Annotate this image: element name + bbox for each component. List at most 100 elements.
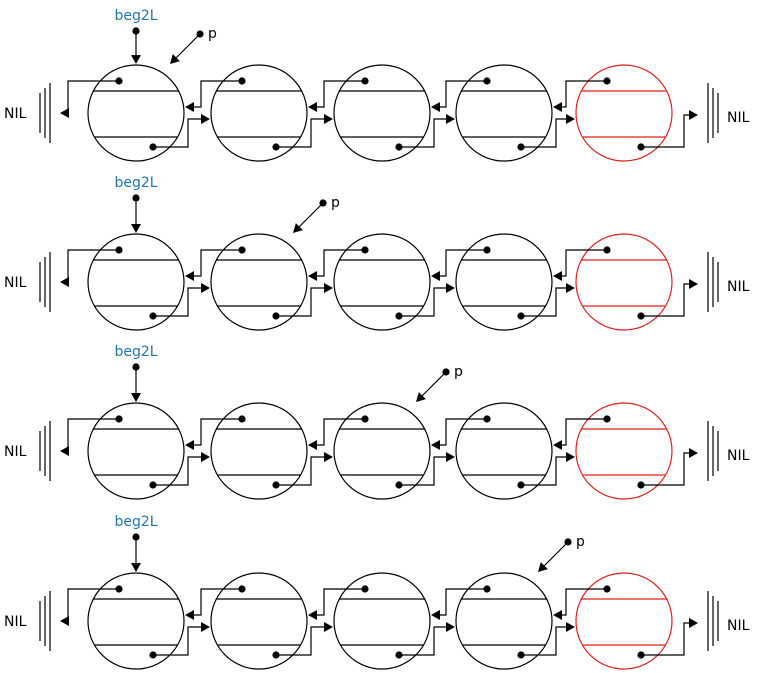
node-circle	[210, 64, 308, 162]
nil-label-right: NIL	[727, 618, 750, 634]
node-circle	[87, 64, 185, 162]
prev-arrowhead	[553, 271, 562, 281]
last-node	[575, 64, 673, 162]
prev-pointer-line	[315, 588, 365, 616]
prev-pointer-line	[315, 80, 365, 108]
next-arrowhead	[446, 114, 455, 124]
prev-pointer-line	[560, 80, 607, 108]
next-arrowhead	[566, 452, 575, 462]
next-arrowhead	[324, 114, 333, 124]
next-arrowhead	[201, 114, 210, 124]
nil-ground-left	[39, 421, 51, 481]
prev-pointer-line	[560, 249, 607, 277]
cursor-pointer-line	[543, 541, 569, 567]
next-pointer-line	[276, 118, 326, 148]
cursor-pointer-label: p	[331, 195, 340, 211]
prev-pointer-line	[315, 249, 365, 277]
node-circle	[210, 402, 308, 500]
prev-pointer-line	[192, 588, 242, 616]
head-pointer-label: beg2L	[114, 344, 157, 360]
prev-arrowhead	[553, 102, 562, 112]
next-pointer-line	[153, 626, 203, 656]
list-node	[455, 233, 553, 331]
nil-ground-right	[707, 591, 719, 651]
head-pointer-arrowhead	[131, 563, 141, 572]
last-node	[575, 572, 673, 670]
next-arrowhead	[689, 110, 698, 120]
next-pointer-line	[641, 622, 690, 656]
list-node	[87, 64, 185, 162]
prev-pointer-line	[438, 80, 487, 108]
next-pointer-line	[153, 456, 203, 486]
node-circle	[455, 572, 553, 670]
list-node	[455, 64, 553, 162]
next-arrowhead	[324, 622, 333, 632]
next-pointer-line	[153, 287, 203, 317]
list-node	[455, 402, 553, 500]
cursor-pointer-line	[298, 202, 324, 228]
prev-arrowhead	[431, 610, 440, 620]
list-node	[210, 402, 308, 500]
prev-arrowhead	[185, 440, 194, 450]
head-pointer-label: beg2L	[114, 514, 157, 530]
node-circle	[333, 402, 431, 500]
prev-arrowhead	[553, 610, 562, 620]
prev-arrowhead	[431, 271, 440, 281]
node-circle	[575, 572, 673, 670]
prev-pointer-line	[67, 249, 119, 282]
prev-arrowhead	[431, 102, 440, 112]
nil-label-right: NIL	[727, 110, 750, 126]
cursor-pointer-arrowhead	[416, 392, 426, 402]
list-node	[333, 402, 431, 500]
list-node	[333, 572, 431, 670]
node-circle	[333, 233, 431, 331]
nil-ground-left	[39, 252, 51, 312]
head-pointer-arrowhead	[131, 55, 141, 64]
next-arrowhead	[689, 448, 698, 458]
prev-arrowhead	[308, 102, 317, 112]
nil-label-right: NIL	[727, 279, 750, 295]
list-node	[87, 402, 185, 500]
node-circle	[455, 402, 553, 500]
nil-label-right: NIL	[727, 448, 750, 464]
list-node	[333, 233, 431, 331]
next-arrowhead	[566, 622, 575, 632]
cursor-pointer-line	[421, 371, 447, 397]
head-pointer-label: beg2L	[114, 175, 157, 191]
list-node	[87, 572, 185, 670]
nil-ground-left	[39, 591, 51, 651]
node-circle	[87, 233, 185, 331]
next-arrowhead	[446, 452, 455, 462]
node-circle	[455, 233, 553, 331]
next-pointer-line	[153, 118, 203, 148]
cursor-pointer-label: p	[454, 364, 463, 380]
next-arrowhead	[324, 283, 333, 293]
last-node	[575, 402, 673, 500]
node-circle	[210, 572, 308, 670]
next-arrowhead	[566, 283, 575, 293]
node-circle	[210, 233, 308, 331]
prev-pointer-line	[192, 249, 242, 277]
prev-pointer-line	[560, 588, 607, 616]
node-circle	[333, 64, 431, 162]
prev-pointer-line	[67, 80, 119, 113]
prev-arrowhead	[553, 440, 562, 450]
prev-pointer-line	[438, 418, 487, 446]
prev-pointer-line	[67, 588, 119, 621]
prev-pointer-line	[438, 249, 487, 277]
node-circle	[455, 64, 553, 162]
cursor-pointer-label: p	[208, 26, 217, 42]
cursor-pointer-arrowhead	[293, 223, 303, 233]
prev-arrowhead	[185, 271, 194, 281]
prev-pointer-line	[560, 418, 607, 446]
list-node	[87, 233, 185, 331]
next-arrowhead	[201, 283, 210, 293]
nil-ground-left	[39, 83, 51, 143]
node-circle	[575, 402, 673, 500]
node-circle	[87, 572, 185, 670]
next-pointer-line	[399, 118, 448, 148]
nil-ground-right	[707, 421, 719, 481]
next-pointer-line	[399, 456, 448, 486]
next-arrowhead	[324, 452, 333, 462]
